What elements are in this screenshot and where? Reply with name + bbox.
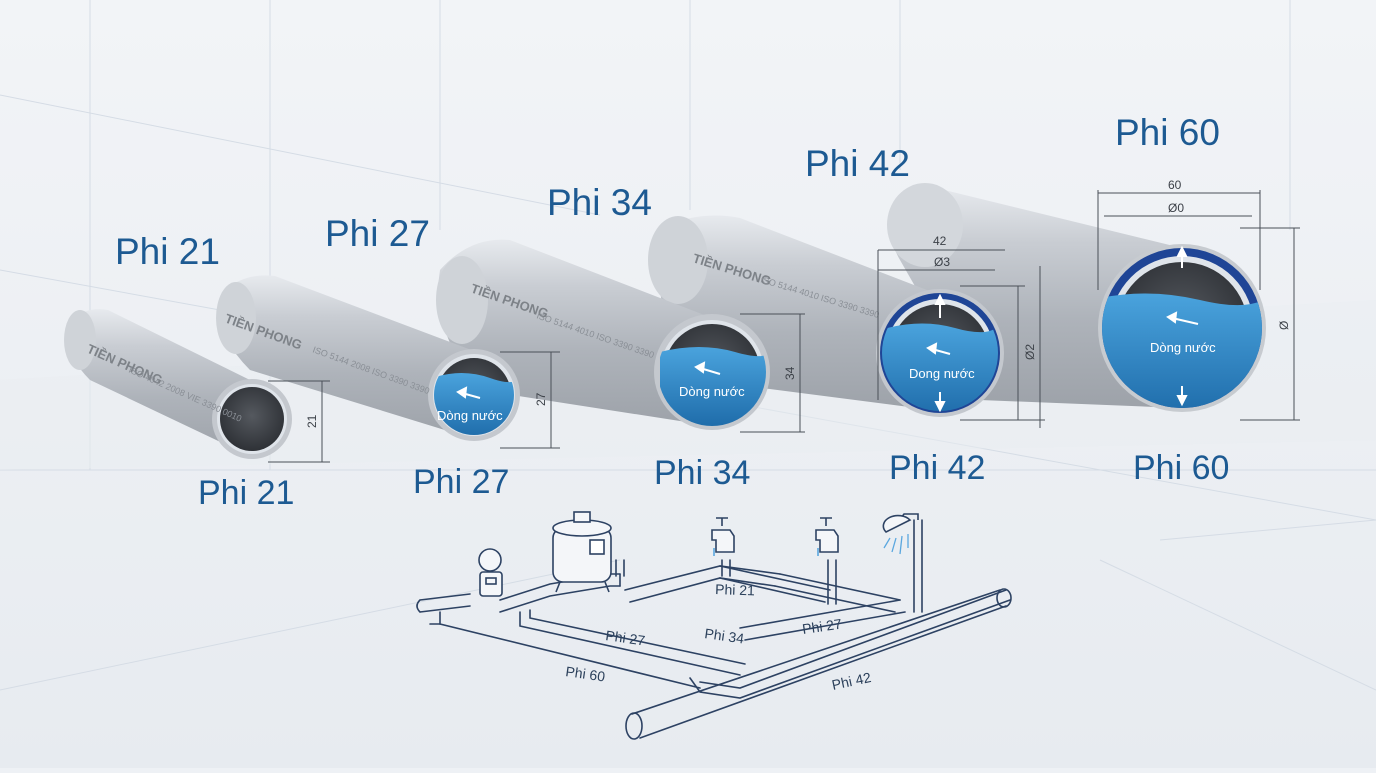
dimension-label-phi42: 42 (933, 234, 947, 248)
faucet-icon-1 (711, 517, 735, 556)
bottom-label-phi21: Phi 21 (198, 474, 295, 512)
dimension-label-phi21: 21 (305, 414, 319, 428)
pipe-phi27 (216, 275, 520, 441)
diagram-label-phi60: Phi 60 (565, 663, 607, 684)
pipe-phi21 (64, 309, 292, 459)
flow-label-phi60: Dòng nước (1150, 340, 1216, 355)
flow-label-phi27: Dòng nước (437, 408, 503, 423)
pipe-phi60 (887, 183, 1266, 412)
pressure-tank-icon (552, 511, 612, 593)
shower-head-icon (882, 513, 919, 555)
pipe-phi34 (436, 239, 770, 430)
dimension-label-phi27: 27 (534, 392, 548, 406)
flow-label-phi42: Dong nước (909, 366, 975, 381)
bottom-label-phi34: Phi 34 (654, 454, 751, 492)
dimension-side-phi42: Ø2 (1023, 344, 1037, 360)
dimension-inner-phi42: Ø3 (934, 255, 950, 269)
dimension-lines (268, 190, 1300, 463)
top-label-phi34: Phi 34 (547, 182, 652, 223)
dimension-label-phi60: 60 (1168, 178, 1182, 192)
dimension-inner-phi60: Ø0 (1168, 201, 1184, 215)
diagram-label-phi27-left: Phi 27 (605, 627, 647, 648)
bottom-label-phi27: Phi 27 (413, 463, 510, 501)
flow-label-phi34: Dòng nước (679, 384, 745, 399)
flow-arrow-icons (456, 245, 1199, 413)
top-label-phi27: Phi 27 (325, 213, 430, 254)
bottom-label-phi42: Phi 42 (889, 449, 986, 487)
diagram-label-phi27-right: Phi 27 (801, 616, 843, 637)
dimension-side-phi60: Ø (1277, 321, 1291, 330)
plumbing-diagram (416, 519, 1012, 740)
bottom-label-phi60: Phi 60 (1133, 449, 1230, 487)
diagram-label-phi21: Phi 21 (715, 581, 755, 598)
fixture-icons (478, 511, 919, 597)
top-label-phi21: Phi 21 (115, 231, 220, 272)
top-label-phi60: Phi 60 (1115, 112, 1220, 153)
faucet-icon-2 (815, 517, 839, 556)
water-meter-icon (478, 548, 503, 597)
dimension-label-phi34: 34 (783, 366, 797, 380)
top-label-phi42: Phi 42 (805, 143, 910, 184)
diagram-label-phi34: Phi 34 (704, 625, 746, 646)
